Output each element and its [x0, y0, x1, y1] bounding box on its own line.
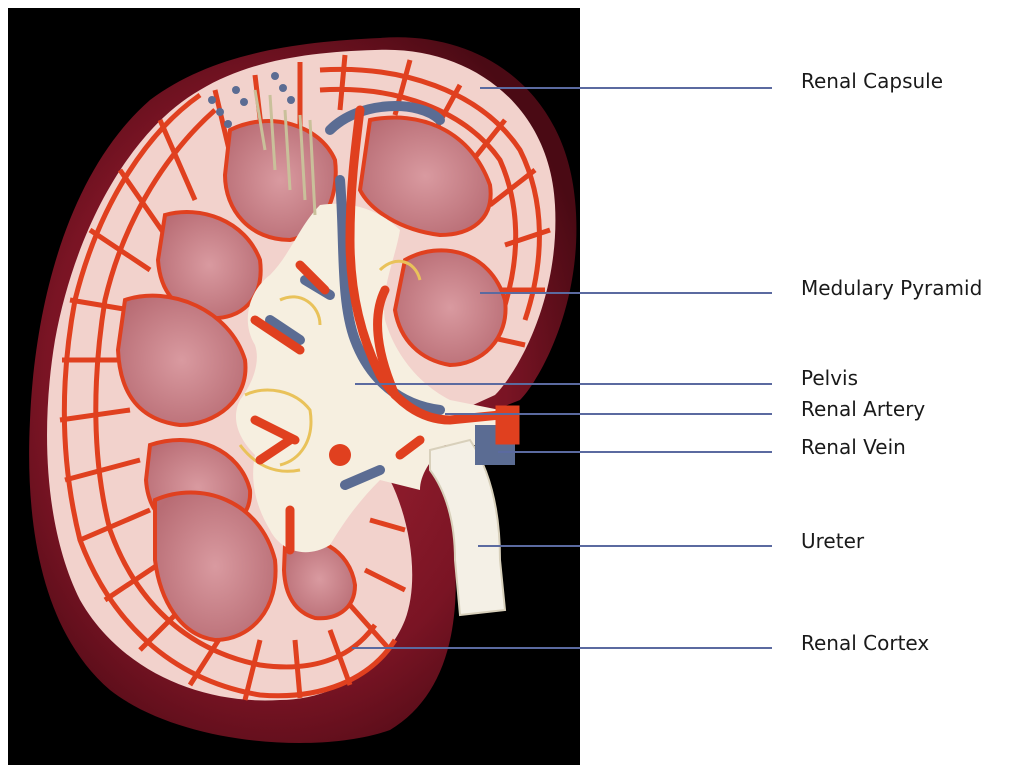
label-ureter: Ureter — [801, 529, 864, 553]
label-medulary-pyramid: Medulary Pyramid — [801, 276, 982, 300]
label-pelvis: Pelvis — [801, 366, 858, 390]
label-renal-vein: Renal Vein — [801, 435, 906, 459]
label-renal-capsule: Renal Capsule — [801, 69, 943, 93]
artery-cross-section — [329, 444, 351, 466]
label-renal-artery: Renal Artery — [801, 397, 925, 421]
label-renal-cortex: Renal Cortex — [801, 631, 929, 655]
